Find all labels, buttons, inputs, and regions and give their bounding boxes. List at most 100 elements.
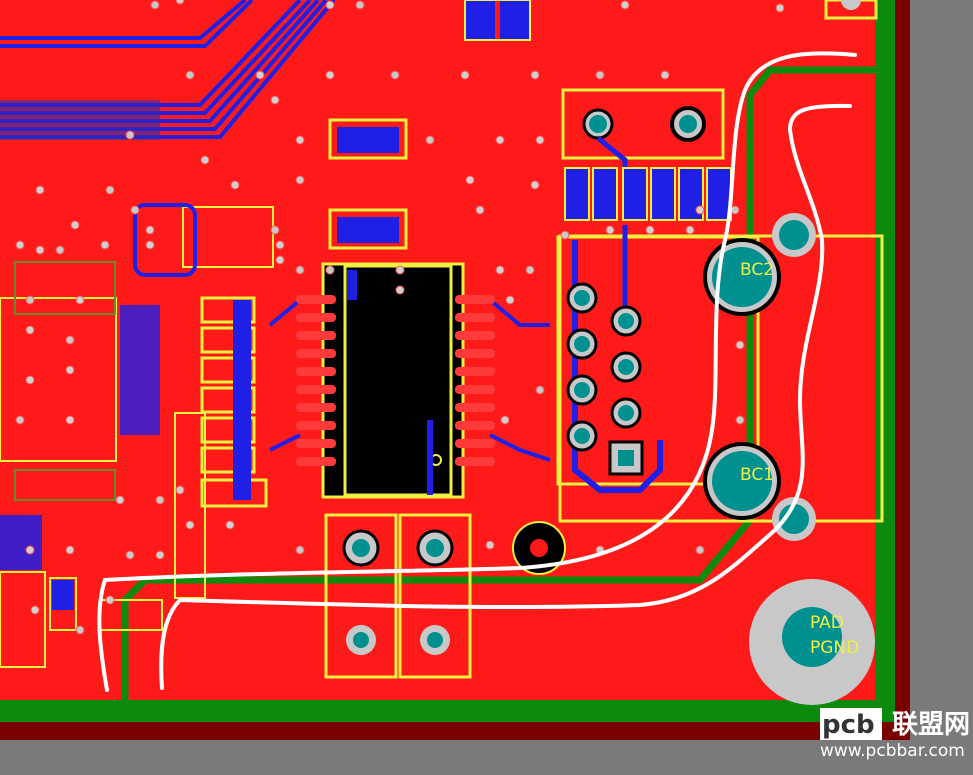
via-dot-icon xyxy=(255,70,265,80)
label-bc2: BC2 xyxy=(740,260,774,280)
via-dot-icon xyxy=(65,415,75,425)
via-dot-icon xyxy=(35,245,45,255)
via-dot-icon xyxy=(175,485,185,495)
via-dot-icon xyxy=(325,70,335,80)
via-dot-icon xyxy=(505,295,515,305)
via-dot-icon xyxy=(605,225,615,235)
via-dot-icon xyxy=(735,340,745,350)
via-dot-icon xyxy=(460,70,470,80)
smd-resistors xyxy=(133,118,408,277)
via-dot-icon xyxy=(270,225,280,235)
via-dot-icon xyxy=(495,135,505,145)
header-j1[interactable] xyxy=(561,88,725,175)
via-dot-icon xyxy=(130,205,140,215)
via-dot-icon xyxy=(70,220,80,230)
via-dot-icon xyxy=(115,495,125,505)
via-dot-icon xyxy=(500,415,510,425)
watermark: pcb 联盟网 www.pcbbar.com xyxy=(820,708,970,761)
via-dot-icon xyxy=(485,540,495,550)
via-dot-icon xyxy=(645,225,655,235)
via-dot-icon xyxy=(325,0,335,10)
via-dot-icon xyxy=(530,180,540,190)
via-dot-icon xyxy=(535,135,545,145)
pad-pgnd[interactable]: PAD PGND xyxy=(749,579,875,705)
via-dot-icon xyxy=(65,335,75,345)
via-dot-icon xyxy=(525,265,535,275)
via-dot-icon xyxy=(155,550,165,560)
via-dot-icon xyxy=(65,545,75,555)
via-dot-icon xyxy=(125,550,135,560)
via-dot-icon xyxy=(295,545,305,555)
via-dot-icon xyxy=(560,230,570,240)
via-dot-icon xyxy=(65,365,75,375)
via-dot-icon xyxy=(200,155,210,165)
via-dot-icon xyxy=(145,240,155,250)
via-dot-icon xyxy=(125,130,135,140)
label-pgnd: PGND xyxy=(810,638,859,658)
via-dot-icon xyxy=(25,325,35,335)
via-dot-icon xyxy=(155,495,165,505)
via-dot-icon xyxy=(185,520,195,530)
via-dot-icon xyxy=(465,175,475,185)
via-dot-icon xyxy=(35,185,45,195)
via-dot-icon xyxy=(30,605,40,615)
via-dot-icon xyxy=(595,70,605,80)
via-field xyxy=(15,0,785,635)
via-dot-icon xyxy=(275,240,285,250)
via-dot-icon xyxy=(475,205,485,215)
via-dot-icon xyxy=(495,265,505,275)
hatched-trace-area xyxy=(0,100,160,140)
via-dot-icon xyxy=(100,240,110,250)
via-dot-icon xyxy=(175,0,185,5)
via-dot-icon xyxy=(425,135,435,145)
via-dot-icon xyxy=(295,265,305,275)
via-dot-icon xyxy=(535,385,545,395)
via-dot-icon xyxy=(275,255,285,265)
via-dot-icon xyxy=(25,375,35,385)
via-dot-icon xyxy=(325,265,335,275)
via-dot-icon xyxy=(15,240,25,250)
via-dot-icon xyxy=(75,625,85,635)
via-dot-icon xyxy=(695,545,705,555)
via-dot-icon xyxy=(230,180,240,190)
via-dot-icon xyxy=(685,225,695,235)
via-dot-icon xyxy=(15,415,25,425)
via-dot-icon xyxy=(105,185,115,195)
via-dot-icon xyxy=(695,205,705,215)
connector-j2[interactable]: BC2 BC1 xyxy=(556,213,884,541)
via-dot-icon xyxy=(75,295,85,305)
smd-column xyxy=(120,296,268,508)
via-dot-icon xyxy=(730,205,740,215)
via-dot-icon xyxy=(25,295,35,305)
via-dot-icon xyxy=(735,415,745,425)
via-dot-icon xyxy=(150,0,160,10)
watermark-url: www.pcbbar.com xyxy=(820,741,965,761)
via-dot-icon xyxy=(105,595,115,605)
via-dot-icon xyxy=(225,520,235,530)
watermark-logo-pcb: pcb xyxy=(822,710,875,740)
via-dot-icon xyxy=(25,545,35,555)
via-dot-icon xyxy=(270,95,280,105)
left-components xyxy=(0,261,206,668)
via-dot-icon xyxy=(395,285,405,295)
watermark-logo-cn: 联盟网 xyxy=(892,710,970,740)
via-dot-icon xyxy=(295,135,305,145)
via-dot-icon xyxy=(295,175,305,185)
keepout-line xyxy=(121,66,875,700)
bottom-th-parts[interactable] xyxy=(324,513,566,679)
via-dot-icon xyxy=(620,0,630,10)
label-pad: PAD xyxy=(810,613,844,633)
via-dot-icon xyxy=(145,225,155,235)
annotation-lines xyxy=(97,51,857,692)
via-dot-icon xyxy=(660,70,670,80)
via-dot-icon xyxy=(395,265,405,275)
via-dot-icon xyxy=(390,70,400,80)
via-dot-icon xyxy=(530,70,540,80)
pin-row-pads xyxy=(564,167,732,221)
top-smd-parts xyxy=(464,0,878,41)
label-bc1: BC1 xyxy=(740,465,774,485)
via-dot-icon xyxy=(55,245,65,255)
via-dot-icon xyxy=(355,0,365,10)
